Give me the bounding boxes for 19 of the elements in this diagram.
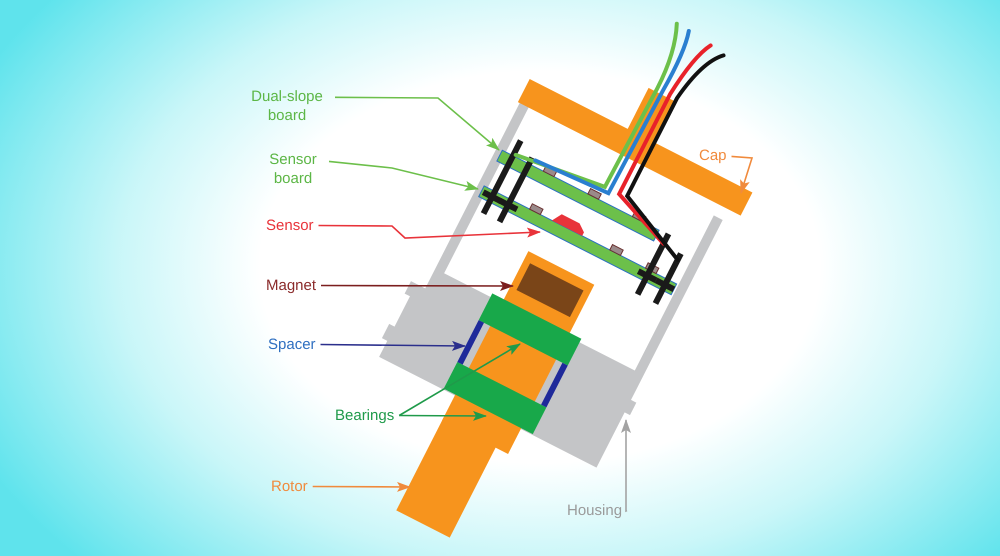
part-label: Cap bbox=[699, 146, 727, 165]
leader-line bbox=[321, 280, 514, 291]
part-label: Magnet bbox=[266, 276, 316, 295]
leader-line bbox=[328, 160, 479, 191]
part-label: Sensor board bbox=[262, 150, 324, 188]
leader-line bbox=[731, 156, 754, 194]
leader-line bbox=[399, 410, 487, 421]
part-label: Dual-slope board bbox=[244, 87, 330, 125]
leader-line bbox=[621, 419, 631, 512]
part-label: Bearings bbox=[335, 406, 394, 425]
leader-line bbox=[335, 96, 500, 151]
leader-line bbox=[320, 340, 466, 351]
part-label: Sensor bbox=[266, 216, 314, 235]
part-label: Rotor bbox=[271, 477, 308, 496]
leader-line bbox=[398, 343, 521, 416]
leader-line bbox=[318, 224, 541, 239]
leader-line bbox=[312, 482, 411, 492]
part-label: Spacer bbox=[268, 335, 316, 354]
part-label: Housing bbox=[567, 501, 622, 520]
